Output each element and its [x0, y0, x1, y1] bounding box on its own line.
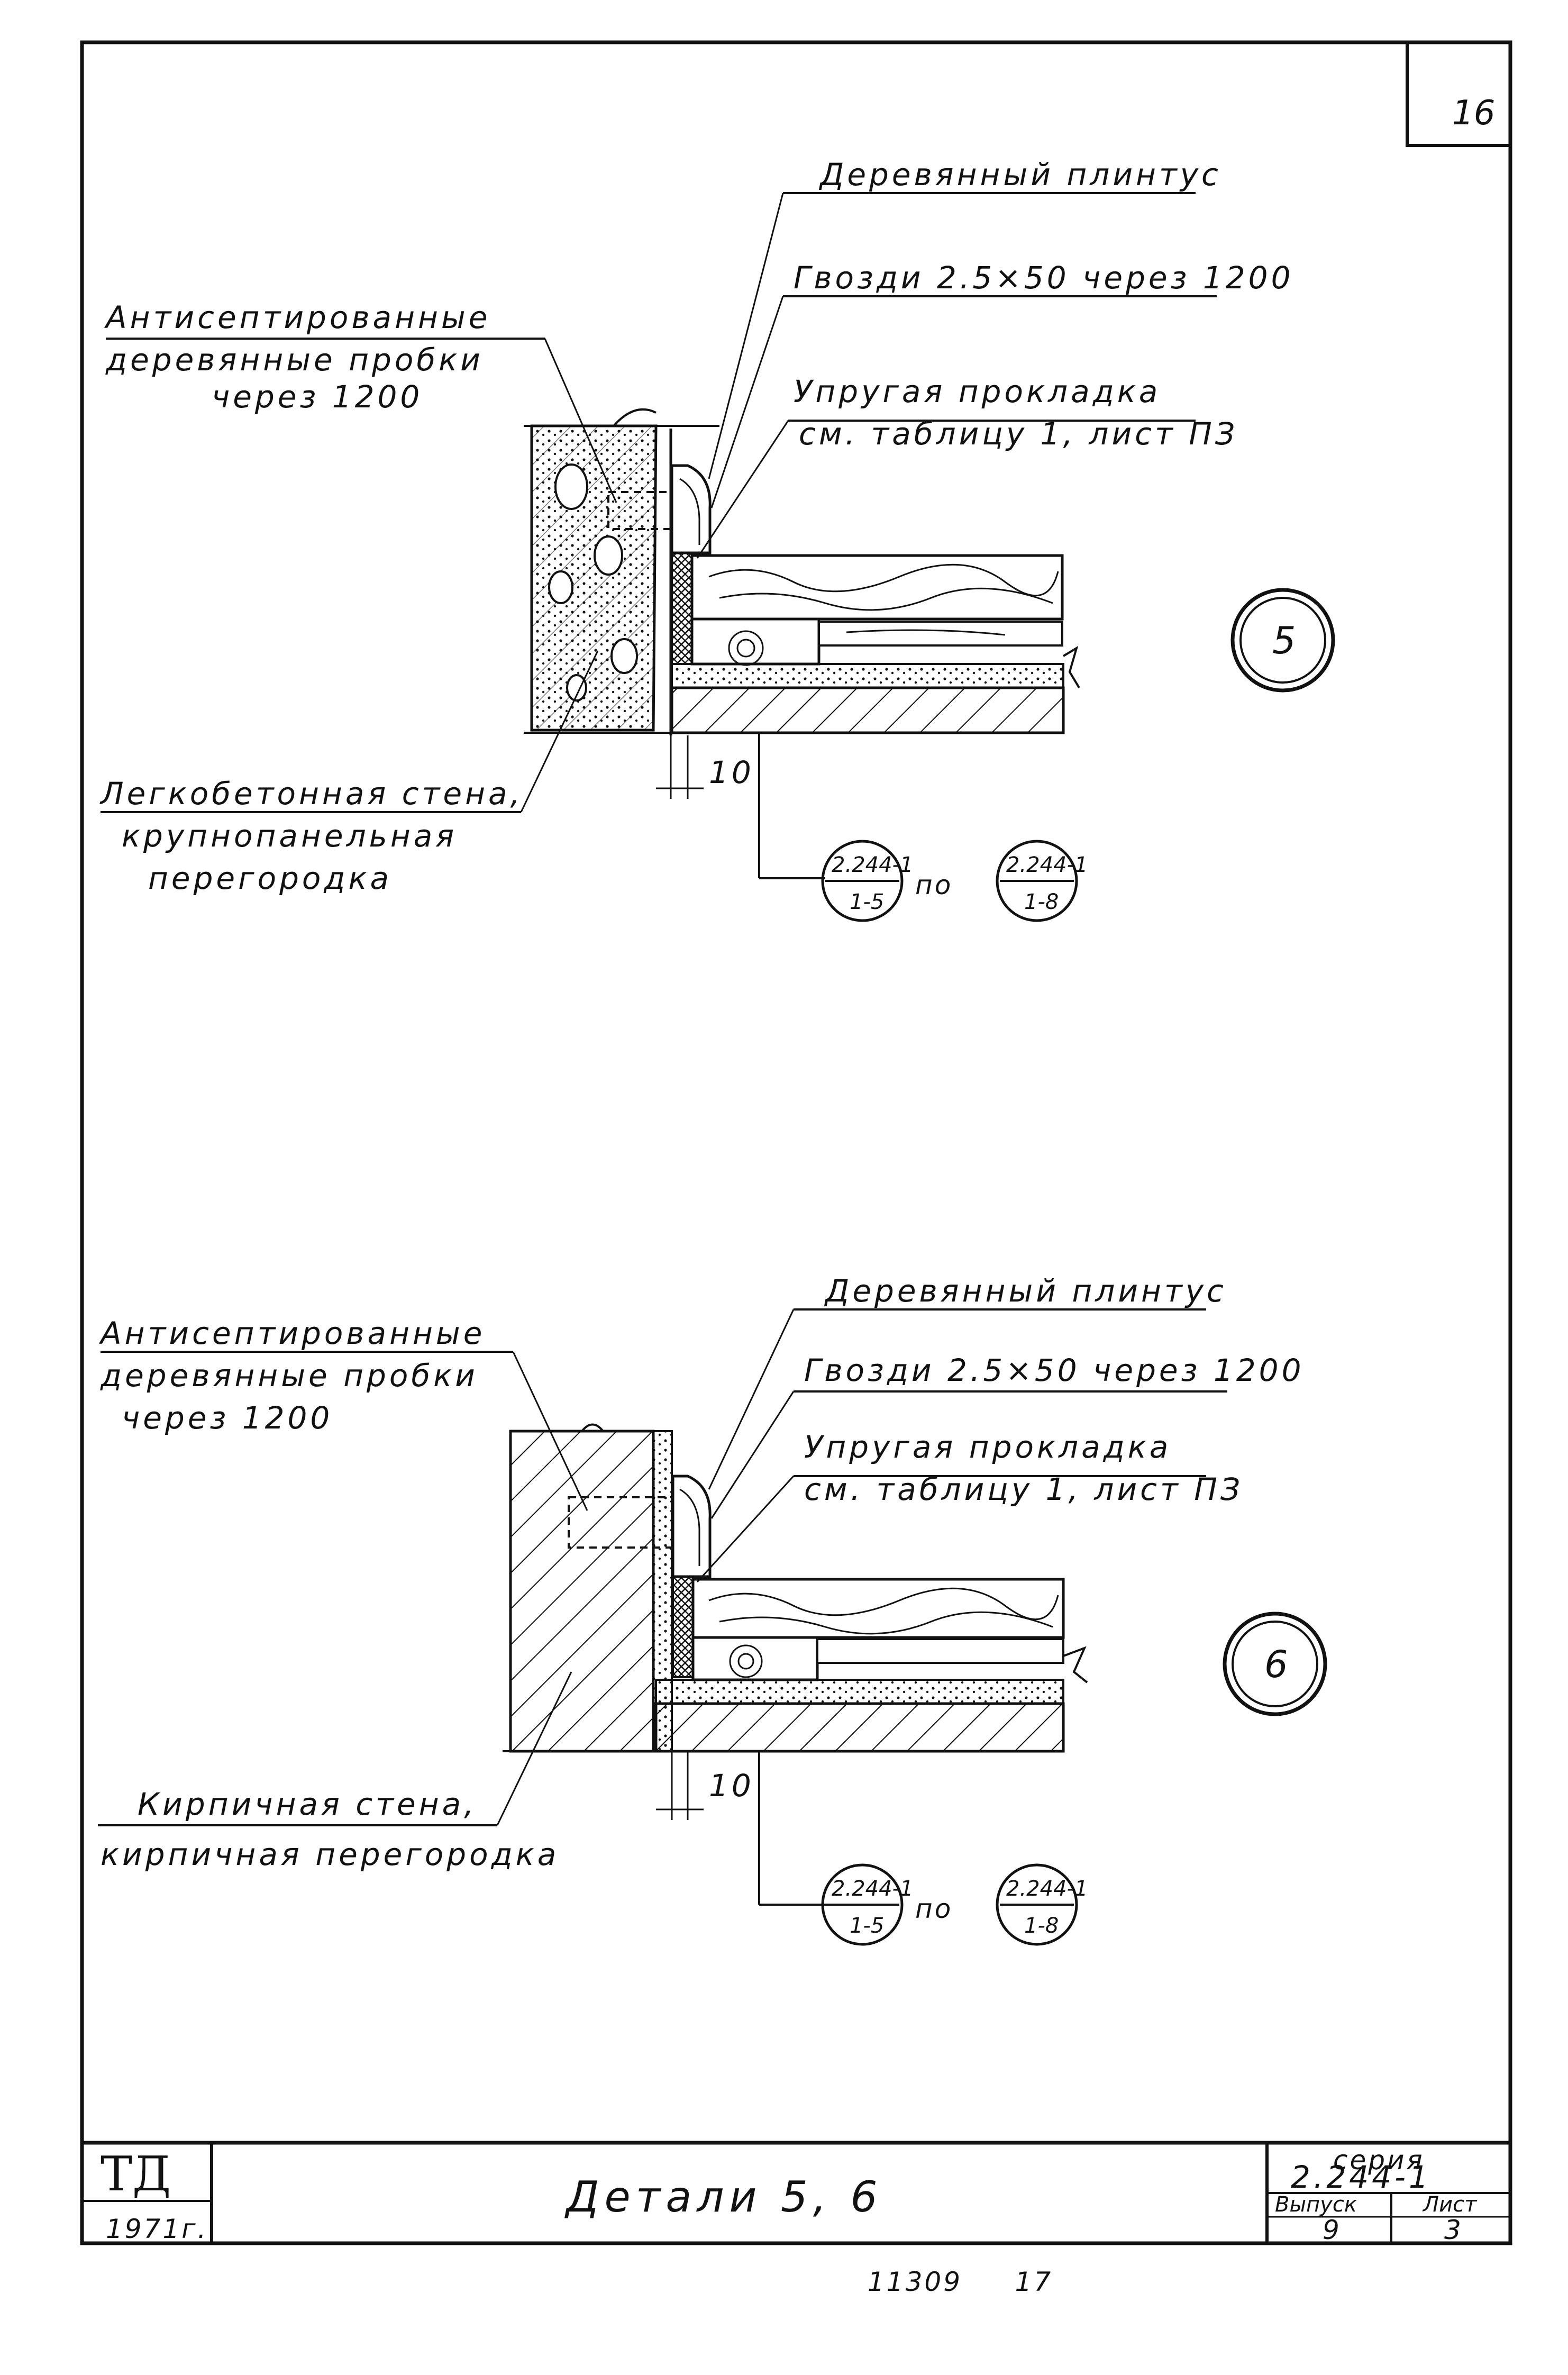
- detail-5-sand-layer: [671, 663, 1064, 689]
- detail-6-ref-a-top: 2.244-1: [832, 1877, 913, 1901]
- detail-6-dim-10: 10: [709, 1768, 754, 1804]
- detail-5-joist: [690, 617, 821, 666]
- issue-label: Выпуск: [1275, 2192, 1357, 2217]
- detail-6-label-plugs-3: через 1200: [122, 1400, 333, 1436]
- detail-6-marker: [1223, 1612, 1327, 1716]
- detail-5-ref-b-bottom: 1-8: [1024, 890, 1059, 914]
- sheet-frame: [80, 40, 1512, 2245]
- detail-6-plinth: [671, 1475, 712, 1578]
- detail-5-ref-b-top: 2.244-1: [1006, 853, 1088, 877]
- detail-6-ref-sep: по: [915, 1894, 953, 1924]
- detail-5-label-plugs-1: Антисептированные: [104, 299, 490, 335]
- series-label: серия: [1333, 2145, 1425, 2176]
- title-block-year: 1971г.: [106, 2214, 208, 2244]
- detail-5-ref-a-top: 2.244-1: [832, 853, 913, 877]
- detail-5-label-plugs-2: деревянные пробки: [105, 342, 484, 378]
- detail-5-slab: [670, 686, 1065, 734]
- detail-5-section: 10 Деревянный плинтус Гвозди 2.5×50 чере…: [99, 157, 1335, 922]
- detail-6-label-wall-2: кирпичная перегородка: [101, 1836, 559, 1872]
- detail-6-section: 10 Деревянный плинтус Гвозди 2.5×50 чере…: [98, 1273, 1327, 1946]
- detail-5-ref-sep: по: [915, 870, 953, 900]
- detail-5-marker: [1230, 588, 1335, 693]
- detail-6-label-plinth: Деревянный плинтус: [824, 1273, 1227, 1309]
- detail-5-label-nails: Гвозди 2.5×50 через 1200: [794, 260, 1293, 296]
- sheet-value: 3: [1444, 2215, 1463, 2245]
- detail-6-ref-b: [996, 1863, 1078, 1946]
- detail-6-wall: [509, 1430, 655, 1753]
- detail-6-label-gasket-2: см. таблицу 1, лист ПЗ: [804, 1471, 1243, 1507]
- detail-5-ref-b: [996, 840, 1078, 922]
- title-block: ТД 1971г. Детали 5, 6 серия 2.244-1 Выпу…: [82, 2141, 1510, 2245]
- detail-6-ref-b-bottom: 1-8: [1024, 1914, 1059, 1938]
- issue-value: 9: [1323, 2215, 1342, 2245]
- detail-5-floor-board: [690, 554, 1064, 621]
- detail-5-label-wall-2: крупнопанельная: [122, 818, 457, 854]
- page-number-box: [1406, 42, 1510, 147]
- detail-6-elastic-gasket: [672, 1576, 694, 1678]
- detail-5-label-wall-3: перегородка: [148, 860, 392, 896]
- detail-5-ref-a-bottom: 1-5: [850, 890, 884, 914]
- footer-code: 11309 17: [868, 2267, 1053, 2297]
- detail-5-label-plinth: Деревянный плинтус: [818, 157, 1221, 193]
- detail-6-label-wall-1: Кирпичная стена,: [138, 1786, 477, 1822]
- detail-5-label-plugs-3: через 1200: [212, 379, 423, 415]
- title-block-logo: ТД: [101, 2146, 171, 2202]
- detail-6-ref-a-bottom: 1-5: [850, 1914, 884, 1938]
- page-number: 16: [1452, 94, 1495, 133]
- detail-5-label-gasket-1: Упругая прокладка: [794, 374, 1161, 410]
- title-block-title: Детали 5, 6: [564, 2172, 883, 2222]
- detail-5-ref-a: [821, 840, 904, 922]
- detail-5-elastic-gasket: [671, 552, 693, 665]
- detail-5-plinth: [670, 464, 712, 554]
- detail-5-dim-10: 10: [709, 754, 754, 790]
- detail-6-marker-number: 6: [1264, 1643, 1288, 1686]
- detail-5-label-wall-1: Легкобетонная стена,: [99, 776, 523, 812]
- detail-6-slab: [654, 1702, 1065, 1753]
- detail-6-label-plugs-1: Антисептированные: [98, 1315, 485, 1351]
- detail-6-ref-b-top: 2.244-1: [1006, 1877, 1088, 1901]
- detail-6-label-nails: Гвозди 2.5×50 через 1200: [804, 1352, 1304, 1388]
- detail-6-ref-a: [821, 1863, 904, 1946]
- detail-6-label-gasket-1: Упругая прокладка: [804, 1429, 1171, 1465]
- detail-6-label-plugs-2: деревянные пробки: [100, 1358, 478, 1394]
- detail-6-sand-layer: [655, 1679, 1064, 1705]
- detail-5-label-gasket-2: см. таблицу 1, лист ПЗ: [799, 416, 1238, 452]
- series-value: 2.244-1: [1291, 2159, 1432, 2195]
- detail-5-marker-number: 5: [1272, 619, 1296, 662]
- sheet-label: Лист: [1422, 2192, 1478, 2217]
